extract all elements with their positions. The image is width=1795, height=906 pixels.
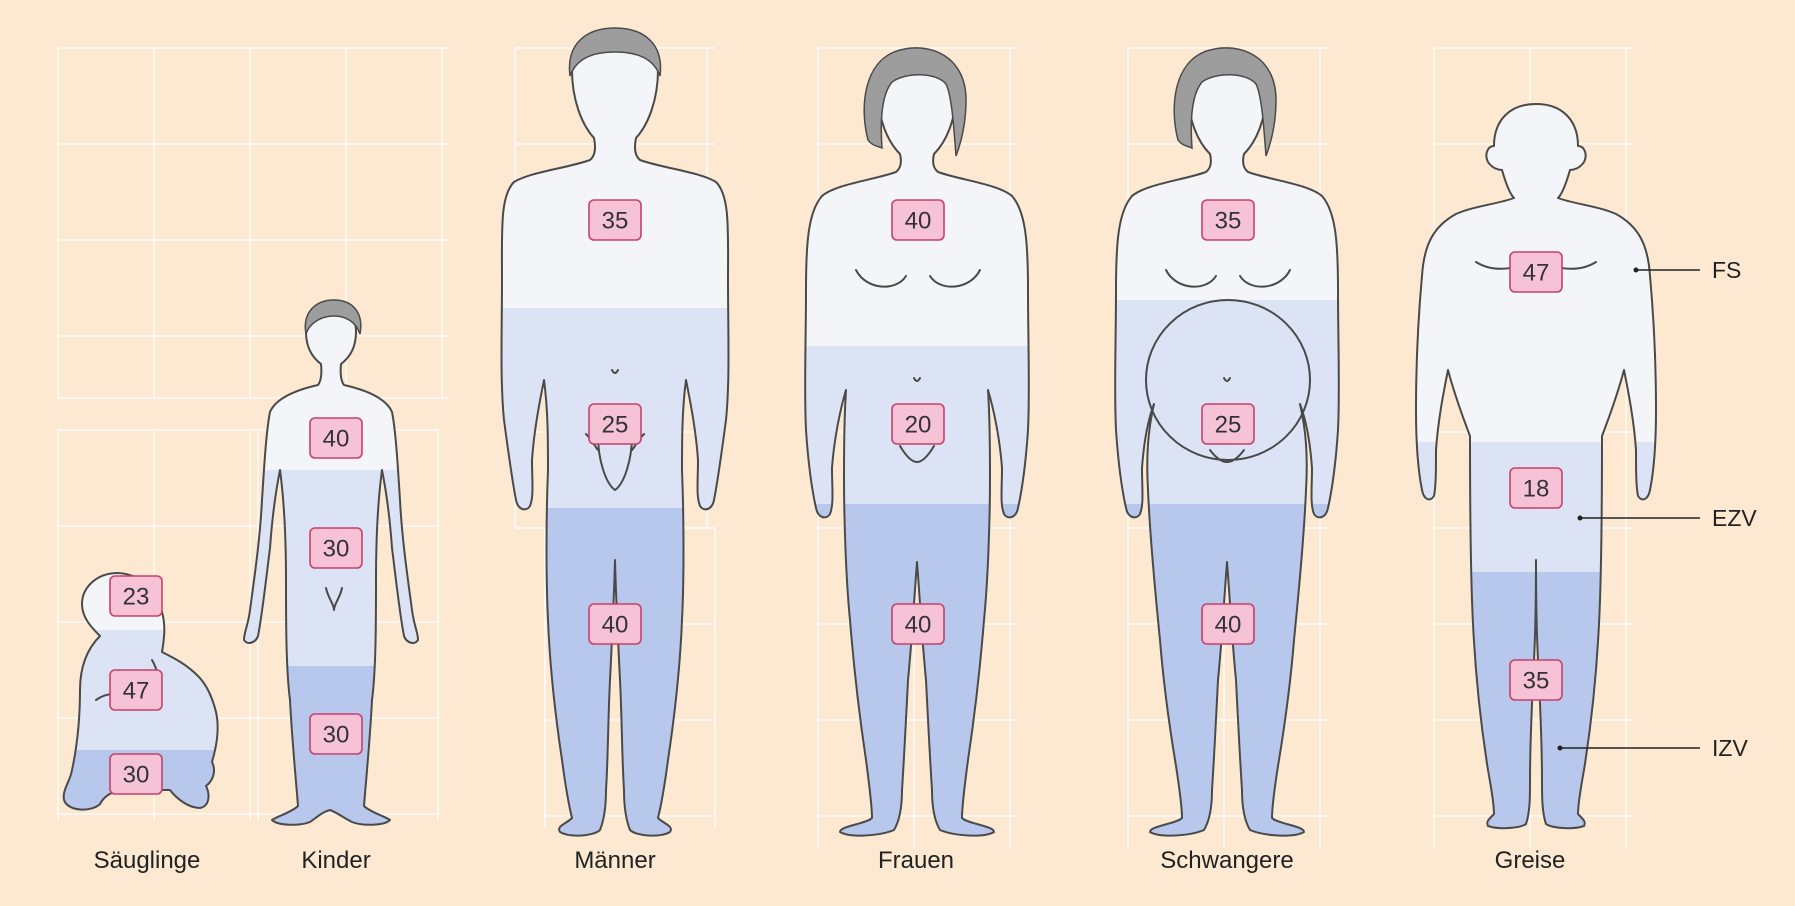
badge-schwangere-fs: 35 — [1202, 200, 1254, 240]
badge-value: 47 — [1523, 260, 1550, 287]
caption-saeuglinge: Säuglinge — [94, 847, 201, 874]
badge-value: 40 — [905, 208, 932, 235]
badge-saeuglinge-fs: 23 — [110, 576, 162, 616]
badge-kinder-fs: 40 — [310, 418, 362, 458]
badge-kinder-izv: 30 — [310, 714, 362, 754]
badge-schwangere-izv: 40 — [1202, 604, 1254, 644]
badge-value: 30 — [323, 536, 350, 563]
badge-maenner-fs: 35 — [589, 200, 641, 240]
legend-izv-label: IZV — [1712, 735, 1748, 761]
badge-frauen-fs: 40 — [892, 200, 944, 240]
badge-value: 35 — [1523, 668, 1550, 695]
badge-value: 25 — [1215, 412, 1242, 439]
caption-greise: Greise — [1495, 847, 1566, 874]
badge-value: 23 — [123, 584, 150, 611]
badge-frauen-ezv: 20 — [892, 404, 944, 444]
badge-value: 40 — [602, 612, 629, 639]
badge-value: 47 — [123, 678, 150, 705]
badge-value: 30 — [123, 762, 150, 789]
badge-value: 40 — [1215, 612, 1242, 639]
badge-maenner-ezv: 25 — [589, 404, 641, 444]
badge-greise-izv: 35 — [1510, 660, 1562, 700]
badge-saeuglinge-ezv: 47 — [110, 670, 162, 710]
badge-value: 40 — [323, 426, 350, 453]
badge-maenner-izv: 40 — [589, 604, 641, 644]
caption-kinder: Kinder — [301, 847, 370, 874]
legend-fs-label: FS — [1712, 257, 1741, 283]
badge-value: 35 — [1215, 208, 1242, 235]
badge-value: 40 — [905, 612, 932, 639]
caption-frauen: Frauen — [878, 847, 954, 874]
badge-value: 30 — [323, 722, 350, 749]
caption-maenner: Männer — [574, 847, 655, 874]
badge-value: 18 — [1523, 476, 1550, 503]
badge-value: 35 — [602, 208, 629, 235]
legend-ezv-label: EZV — [1712, 505, 1757, 531]
badge-saeuglinge-izv: 30 — [110, 754, 162, 794]
badge-schwangere-ezv: 25 — [1202, 404, 1254, 444]
badge-value: 25 — [602, 412, 629, 439]
badge-kinder-ezv: 30 — [310, 528, 362, 568]
badge-greise-fs: 47 — [1510, 252, 1562, 292]
badge-greise-ezv: 18 — [1510, 468, 1562, 508]
badge-frauen-izv: 40 — [892, 604, 944, 644]
caption-schwangere: Schwangere — [1160, 847, 1293, 874]
badge-value: 20 — [905, 412, 932, 439]
